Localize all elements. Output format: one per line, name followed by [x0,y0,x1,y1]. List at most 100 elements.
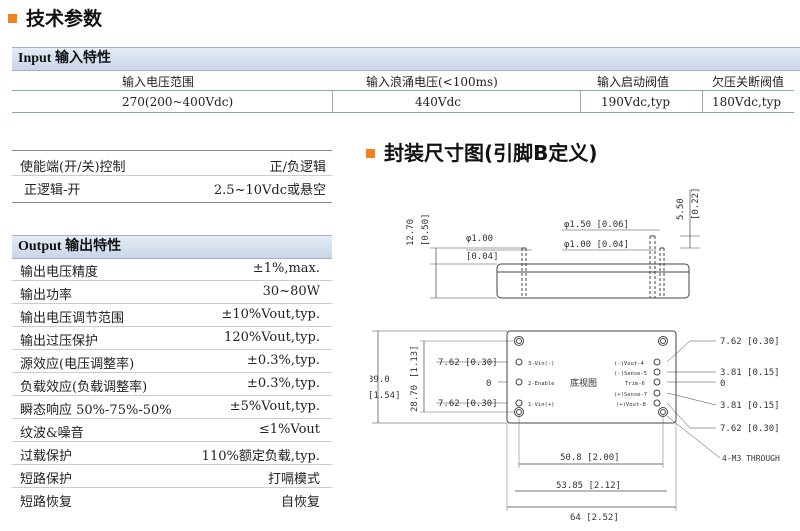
height-inner-dim-in: [1.13] [410,345,420,378]
output-value: 30~80W [262,284,320,299]
package-drawing: 12.70 [0.50] φ1.00 [0.04] φ1.50 [0.06] φ… [370,187,780,523]
output-label: 纹波&噪音 [20,426,84,441]
control-table-bottom [12,202,332,203]
right-pin-label: (+)Vout-8 [616,402,646,408]
width-dim-2: 53.85 [2.12] [556,481,621,491]
width-dim-1: 50.8 [2.00] [560,453,620,463]
left-dim: 0 [486,379,491,389]
output-value: ±5%Vout,typ. [229,399,320,414]
output-label: 短路恢复 [20,495,73,510]
control-table-top [12,150,332,151]
control-value-1: 正/负逻辑 [269,160,326,175]
mount-hole-dim: 4-M3 THROUGH [722,454,780,463]
output-row: 过载保护 110%额定负载,typ. [12,442,332,464]
side-pin-left-dim-in: [0.04] [466,252,499,262]
input-val-3: 190Vdc,typ [601,95,671,109]
output-value: 自恢复 [280,495,320,510]
output-header: Output 输出特性 [12,235,332,259]
input-col-sep [332,90,333,112]
height-outer-dim-in: [1.54] [370,391,401,401]
input-col-sep [702,90,703,112]
output-label: 瞬态响应 50%-75%-50% [20,403,172,418]
output-value: 110%额定负载,typ. [201,449,320,464]
output-label: 源效应(电压调整率) [20,357,135,372]
side-height-dim: 12.70 [406,219,416,246]
section-marker-icon [366,149,375,158]
input-table-bottom [12,112,794,113]
input-col-2: 输入浪涌电压(<100ms) [366,75,498,89]
right-pin-label: Trim-6 [625,381,645,387]
side-height-dim-in: [0.50] [421,213,431,246]
left-pin-label: 3-Vin(-) [528,361,555,367]
output-row: 短路恢复 自恢复 [12,488,332,510]
output-value: ±1%,max. [252,261,320,276]
right-dim: 7.62 [0.30] [720,337,780,347]
control-row-divider [12,175,332,176]
row-divider [12,372,332,373]
height-inner-dim: 28.70 [410,385,420,412]
right-pin-label: (-)Sense-5 [614,371,647,377]
right-pin-label: (-)Vout-4 [614,361,644,367]
output-label: 短路保护 [20,472,73,487]
left-pin-label: 1-Vin(+) [528,402,555,408]
left-pin-label: 2-Enable [528,381,555,387]
row-divider [12,303,332,304]
output-label: 负载效应(负载调整率) [20,380,148,395]
output-row: 纹波&噪音 ≤1%Vout [12,419,332,441]
output-label: 过载保护 [20,449,73,464]
input-col-3: 输入启动阀值 [597,75,670,89]
input-col-4: 欠压关断阀值 [712,75,785,89]
width-dim-3: 64 [2.52] [570,513,619,523]
side-pin-left-dim: φ1.00 [466,234,493,244]
output-row: 瞬态响应 50%-75%-50% ±5%Vout,typ. [12,396,332,418]
output-label: 输出电压精度 [20,265,99,280]
output-row: 输出电压调节范围 ±10%Vout,typ. [12,304,332,326]
package-title: 封装尺寸图(引脚B定义) [384,141,598,165]
right-dim: 3.81 [0.15] [720,368,780,378]
left-dim: 7.62 [0.30] [438,358,498,368]
row-divider [12,464,332,465]
left-dim: 7.62 [0.30] [438,399,498,409]
bottom-view-label: 底视图 [570,377,597,389]
output-value: 打嗝模式 [267,472,320,487]
output-label: 输出过压保护 [20,334,99,349]
row-divider [12,280,332,281]
bottom-view [372,330,721,511]
section-title-tech: 技术参数 [26,8,103,30]
input-col-1: 输入电压范围 [122,75,195,89]
output-value: 120%Vout,typ. [224,330,320,345]
row-divider [12,418,332,419]
row-divider [12,349,332,350]
side-pin-len: 5.50 [676,198,686,220]
input-table: 输入电压范围 输入浪涌电压(<100ms) 输入启动阀值 欠压关断阀值 270(… [12,70,800,114]
output-row: 源效应(电压调整率) ±0.3%,typ. [12,350,332,372]
output-label: 输出电压调节范围 [20,311,125,326]
control-label-1: 使能端(开/关)控制 [20,160,126,175]
right-pin-label: (+)Sense-7 [614,392,647,398]
row-divider [12,395,332,396]
control-value-2: 2.5~10Vdc或悬空 [213,183,326,198]
right-dim: 0 [720,379,725,389]
input-header: Input 输入特性 [12,47,800,71]
input-val-4: 180Vdc,typ [712,95,782,109]
output-value: ±10%Vout,typ. [221,307,320,322]
control-label-2: 正逻辑-开 [24,183,81,198]
right-dim: 7.62 [0.30] [720,424,780,434]
side-pin-right-inner: φ1.00 [0.04] [564,240,629,250]
output-value: ±0.3%,typ. [246,376,320,391]
section-marker-icon [8,14,17,23]
control-table: 使能端(开/关)控制 正/负逻辑 正逻辑-开 2.5~10Vdc或悬空 [12,150,332,204]
input-table-divider [12,90,794,91]
row-divider [12,487,332,488]
row-divider [12,441,332,442]
input-col-sep [580,90,581,112]
output-row: 输出电压精度 ±1%,max. [12,258,332,280]
output-row: 输出功率 30~80W [12,281,332,303]
side-pin-right-outer: φ1.50 [0.06] [564,220,629,230]
output-value: ≤1%Vout [258,422,320,437]
output-row: 短路保护 打嗝模式 [12,465,332,487]
side-pin-len-in: [0.22] [691,187,701,220]
output-label: 输出功率 [20,288,73,303]
input-val-2: 440Vdc [415,95,461,109]
output-table: 输出电压精度 ±1%,max. 输出功率 30~80W 输出电压调节范围 ±10… [12,258,332,510]
